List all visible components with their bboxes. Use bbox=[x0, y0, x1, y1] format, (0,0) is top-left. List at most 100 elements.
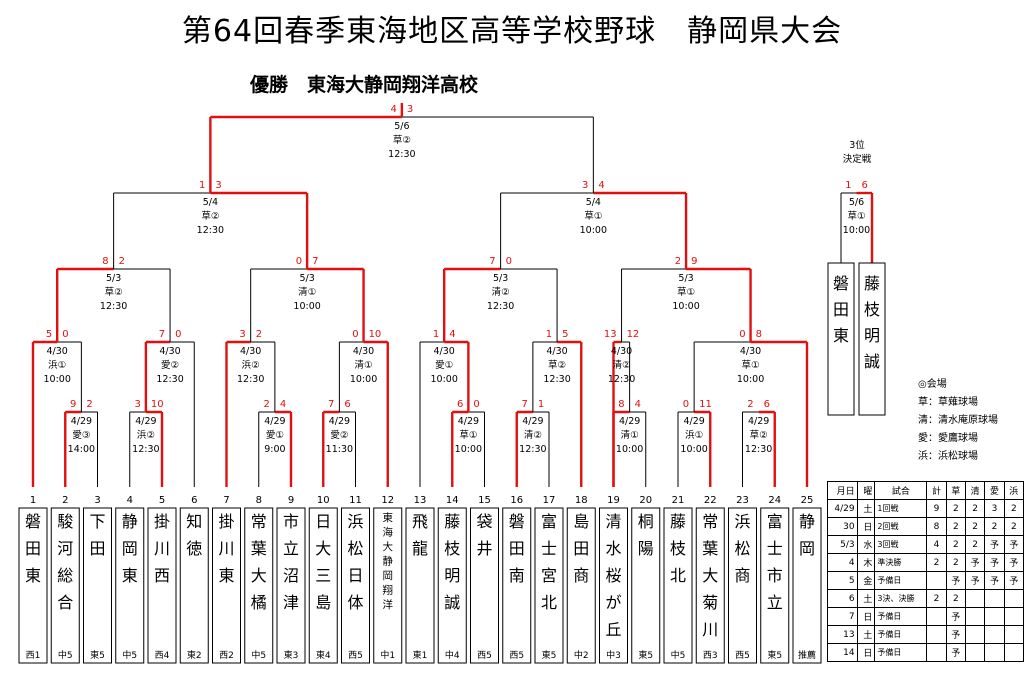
game-venue: 愛③ bbox=[72, 429, 90, 441]
schedule-cell: 清 bbox=[964, 481, 986, 500]
team-name-char: 菊 bbox=[702, 593, 718, 612]
team-name-char: 河 bbox=[57, 539, 73, 558]
schedule-cell: 予 bbox=[984, 571, 1005, 590]
schedule-cell: 2 bbox=[926, 553, 947, 572]
third-place-team-box bbox=[858, 262, 886, 416]
score-left: 7 bbox=[159, 329, 165, 340]
score-right: 10 bbox=[151, 399, 164, 410]
game-time: 10:00 bbox=[455, 444, 482, 455]
schedule-cell bbox=[984, 607, 1005, 626]
game-date: 5/6 bbox=[394, 121, 409, 132]
team-name-char: 商 bbox=[573, 566, 589, 585]
game-venue: 草② bbox=[750, 429, 768, 441]
game-time: 12:30 bbox=[487, 301, 514, 312]
team-number: 3 bbox=[94, 495, 100, 506]
team-name-char: 松 bbox=[734, 539, 750, 558]
schedule-cell: 予 bbox=[945, 643, 966, 662]
game-time: 9:00 bbox=[264, 444, 285, 455]
score-right: 3 bbox=[215, 180, 221, 191]
team-name-char: 北 bbox=[541, 593, 557, 612]
schedule-cell: 2 bbox=[945, 535, 966, 554]
team-box bbox=[502, 507, 532, 664]
game-date: 4/30 bbox=[434, 346, 455, 357]
schedule-cell: 予備日 bbox=[874, 607, 928, 626]
schedule-cell: 予備日 bbox=[874, 571, 928, 590]
team-name-char: 静 bbox=[383, 555, 394, 568]
team-box bbox=[470, 507, 499, 664]
score-left: 3 bbox=[582, 180, 588, 191]
team-name-char: 大 bbox=[251, 566, 267, 585]
schedule-cell: 準決勝 bbox=[874, 553, 928, 572]
team-number: 7 bbox=[223, 495, 229, 506]
team-name-char: 洋 bbox=[383, 598, 394, 611]
team-box bbox=[663, 507, 693, 664]
schedule-cell bbox=[984, 643, 1005, 662]
team-region: 推薦 bbox=[798, 649, 816, 661]
score-right: 9 bbox=[691, 256, 697, 267]
team-region: 東3 bbox=[284, 649, 299, 661]
game-venue: 浜① bbox=[48, 360, 66, 371]
score-left: 0 bbox=[683, 399, 689, 410]
team-box bbox=[728, 507, 757, 664]
team-number: 4 bbox=[127, 495, 133, 506]
page-title: 第64回春季東海地区高等学校野球 静岡県大会 bbox=[181, 14, 843, 49]
team-name-char: 浜 bbox=[347, 512, 363, 531]
team-name-char: 葉 bbox=[702, 539, 718, 558]
game-venue: 草① bbox=[677, 286, 695, 298]
team-name-char: 磐 bbox=[833, 274, 849, 293]
schedule-cell: 2 bbox=[964, 535, 986, 554]
team-region: 中1 bbox=[380, 649, 395, 661]
game-time: 12:30 bbox=[237, 374, 264, 385]
team-box bbox=[115, 507, 145, 664]
team-name-char: 知 bbox=[186, 512, 202, 531]
team-box bbox=[760, 507, 790, 664]
score-right: 6 bbox=[862, 180, 868, 191]
schedule-cell: 試合 bbox=[874, 481, 928, 500]
team-name-char: 富 bbox=[541, 512, 557, 531]
team-name-char: 浜 bbox=[734, 512, 750, 531]
schedule-cell: 4/29 bbox=[827, 499, 858, 518]
team-name-char: 藤 bbox=[444, 512, 460, 531]
game-time: 10:00 bbox=[430, 374, 457, 385]
game-venue: 浜② bbox=[137, 430, 155, 441]
team-region: 東5 bbox=[767, 649, 782, 661]
game-venue: 清② bbox=[492, 286, 510, 298]
game-venue: 草① bbox=[584, 210, 602, 222]
team-name-char: 東 bbox=[122, 566, 138, 585]
schedule-cell: 8 bbox=[926, 517, 947, 536]
schedule-cell bbox=[964, 589, 986, 608]
team-name-char: 東 bbox=[218, 566, 234, 585]
score-right: 6 bbox=[344, 399, 350, 410]
team-region: 西5 bbox=[509, 650, 524, 661]
team-name-char: 田 bbox=[25, 539, 41, 558]
legend-item: 浜：浜松球場 bbox=[918, 451, 978, 462]
team-number: 15 bbox=[478, 495, 491, 506]
team-name-char: 川 bbox=[702, 620, 718, 639]
schedule-cell: 月日 bbox=[827, 481, 858, 500]
schedule-cell: 2 bbox=[1003, 499, 1024, 518]
team-region: 中3 bbox=[606, 649, 621, 661]
team-box bbox=[83, 507, 112, 664]
score-left: 0 bbox=[352, 329, 358, 340]
team-region: 東1 bbox=[413, 649, 428, 661]
team-name-char: 岡 bbox=[122, 539, 138, 558]
score-left: 1 bbox=[199, 180, 205, 191]
team-number: 9 bbox=[288, 495, 294, 506]
game-date: 4/29 bbox=[329, 416, 350, 427]
team-region: 中2 bbox=[574, 649, 589, 661]
winner-label: 優勝 東海大静岡翔洋高校 bbox=[250, 74, 479, 96]
team-name-char: 橘 bbox=[251, 593, 267, 612]
team-box bbox=[341, 507, 370, 664]
team-box bbox=[212, 507, 241, 664]
game-time: 12:30 bbox=[388, 149, 415, 160]
team-box bbox=[373, 507, 403, 664]
schedule-cell bbox=[926, 625, 947, 644]
schedule-cell: 4 bbox=[827, 553, 858, 572]
team-name-char: 北 bbox=[670, 566, 686, 585]
